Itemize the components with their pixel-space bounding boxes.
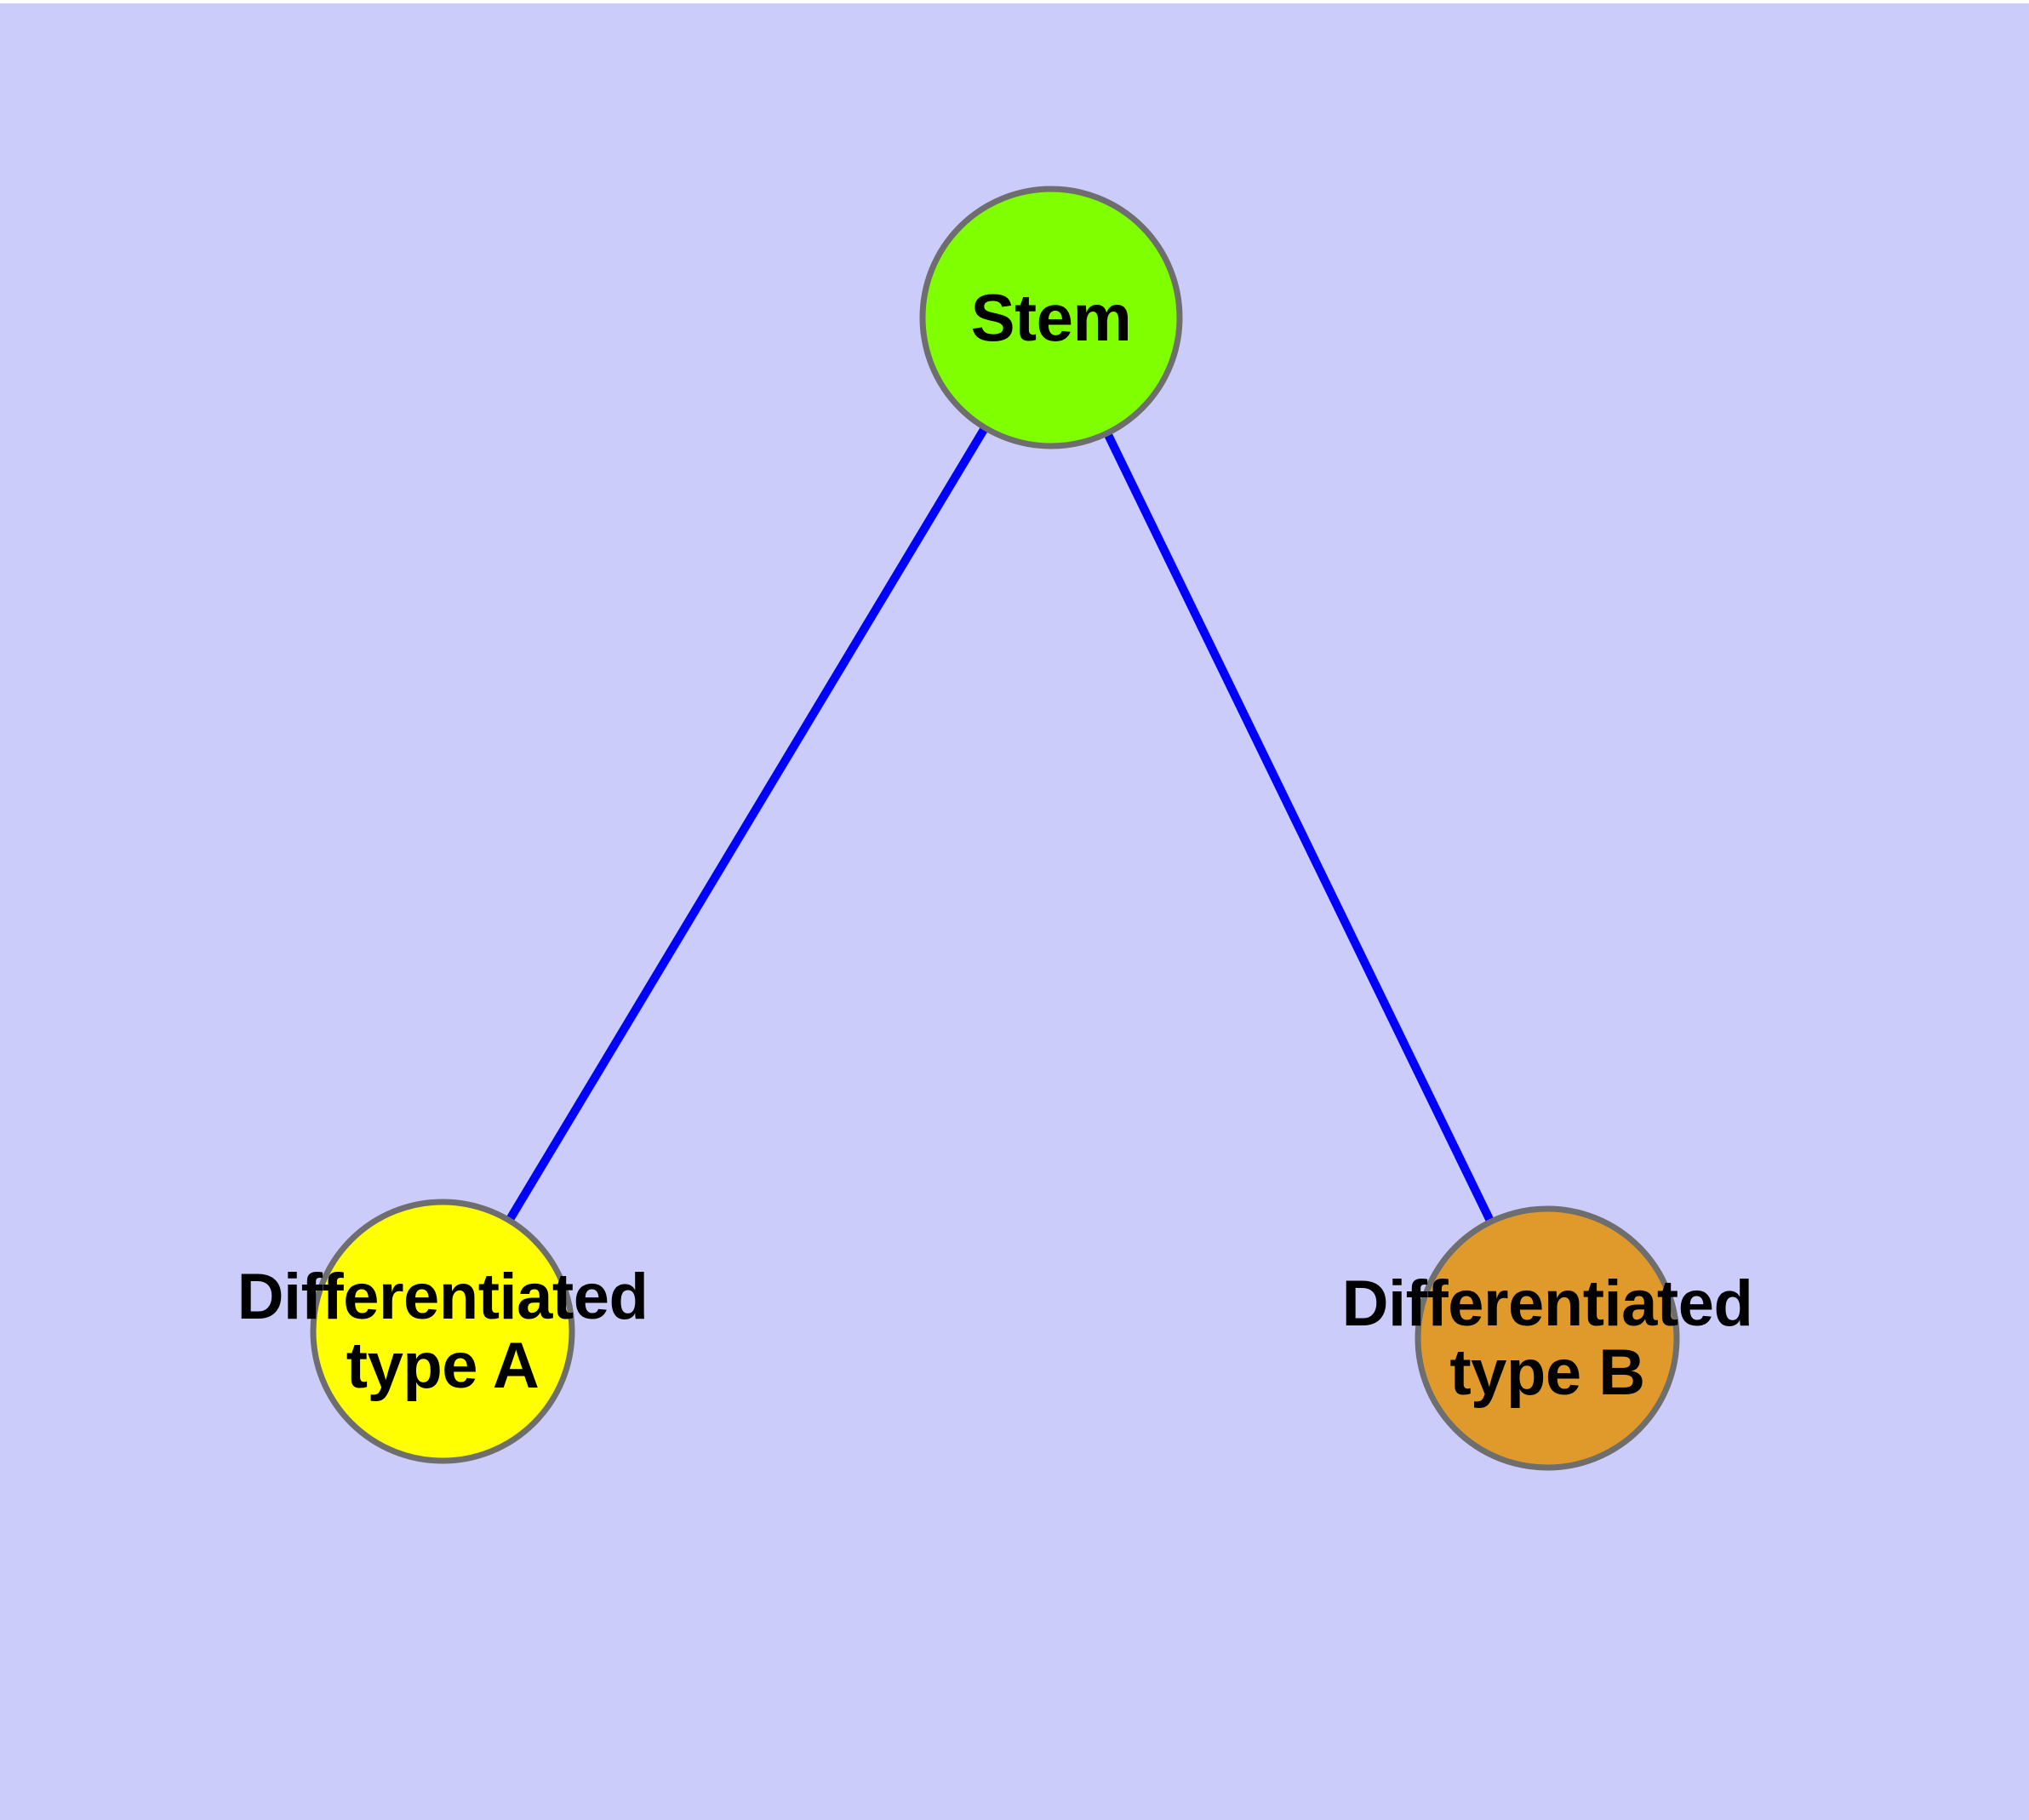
node-circle-diff-a[interactable]	[310, 1199, 575, 1464]
graph-svg	[310, 186, 1680, 1471]
node-circle-diff-b[interactable]	[1415, 1205, 1680, 1471]
edge-stem-to-diff-a[interactable]	[438, 315, 1055, 1334]
node-circle-stem[interactable]	[919, 186, 1183, 449]
node-layer	[310, 186, 1680, 1471]
diagram-canvas: Stem Differentiated type A Differentiate…	[0, 3, 2029, 1820]
edge-layer	[438, 315, 1552, 1341]
edge-stem-to-diff-b[interactable]	[1047, 315, 1552, 1341]
